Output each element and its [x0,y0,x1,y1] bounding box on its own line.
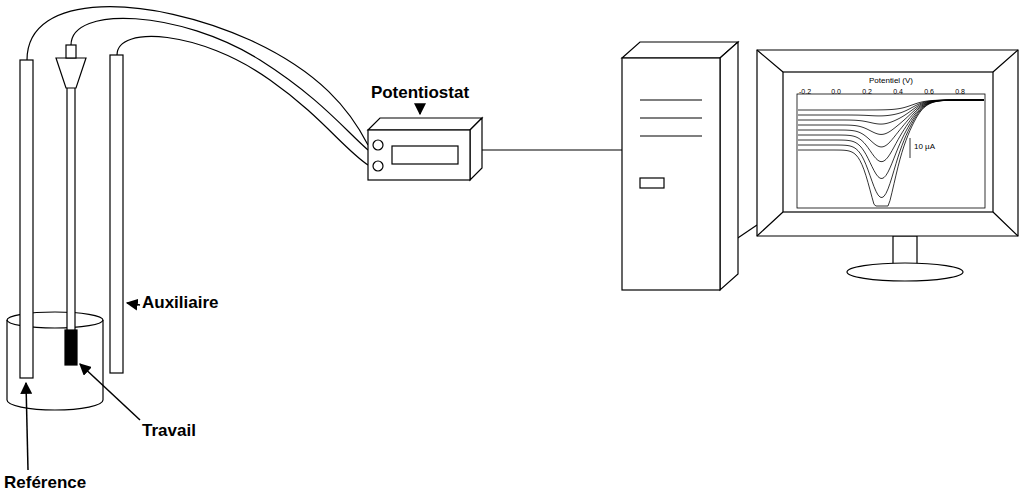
wire [117,36,368,165]
tick-label: -0.2 [799,88,811,96]
leader-arrow [26,383,28,470]
voltammogram-curves [798,100,984,206]
leader-arrow [80,364,140,420]
auxiliary-electrode [110,55,123,373]
cable [472,149,622,150]
axis-title: Potentiel (V) [869,77,913,86]
reference-electrode [20,60,33,378]
tick-label: 0.0 [831,88,841,96]
part-label: Reférence [4,474,86,493]
monitor [757,50,1018,281]
tick-label: 0.8 [955,88,965,96]
voltammogram-curve [798,100,984,179]
voltammogram-curve [798,100,984,116]
potentiostat-box [368,118,482,180]
leader-arrow [26,108,420,470]
voltammogram-curve [798,100,984,134]
voltammogram-curve [798,100,984,162]
computer-tower [622,42,738,290]
working-electrode [56,45,86,365]
voltammogram-curve [798,100,984,124]
voltammogram-curve [798,100,984,206]
voltammogram-curve [798,100,984,198]
leader-arrow [127,303,140,305]
wire [27,7,368,145]
tick-label: 0.2 [862,88,872,96]
part-label: Travail [142,422,196,441]
tick-label: 0.4 [893,88,903,96]
leader-arrow [419,108,421,114]
voltammogram-curve [798,100,984,110]
part-label: Potentiostat [371,84,469,103]
part-label: Auxiliaire [142,294,219,313]
scale-label: 10 µA [914,143,935,152]
tick-label: 0.6 [924,88,934,96]
